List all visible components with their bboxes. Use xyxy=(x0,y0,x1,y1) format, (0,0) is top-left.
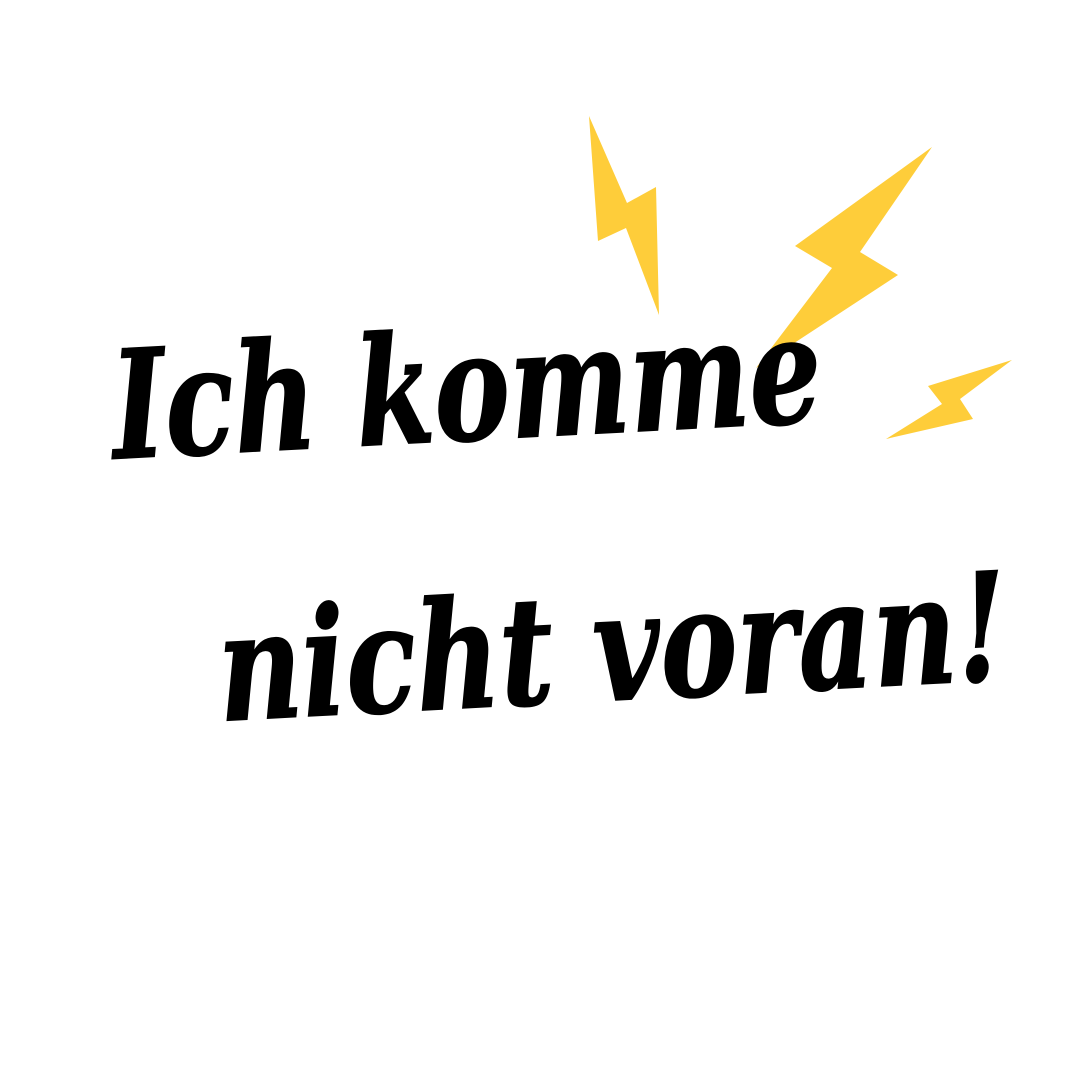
lightning-bolt-icon xyxy=(589,116,659,315)
lightning-bolt-icon xyxy=(756,147,932,368)
headline-line-2: nicht voran! xyxy=(213,539,1011,756)
headline-line-1: Ich komme xyxy=(104,282,825,495)
lightning-bolt-icon xyxy=(886,360,1012,439)
